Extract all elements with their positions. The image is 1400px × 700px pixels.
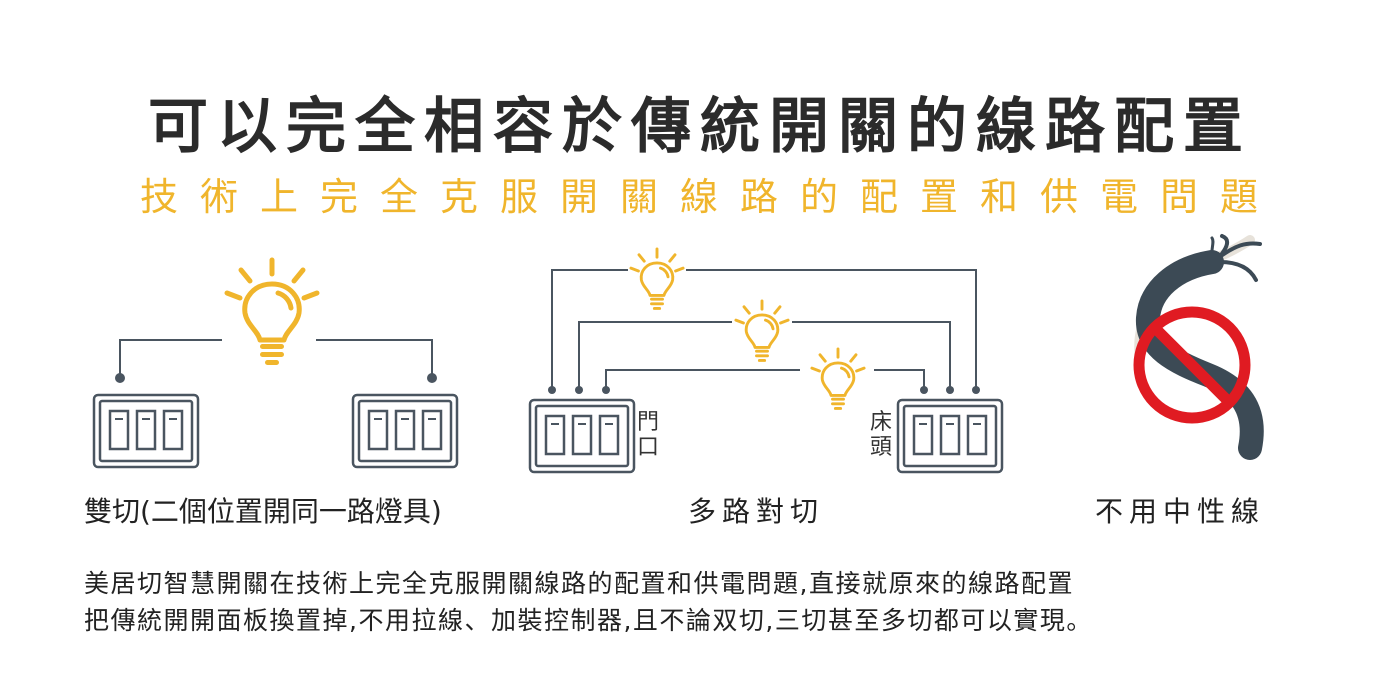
left-panel xyxy=(92,260,459,469)
description: 美居切智慧開關在技術上完全克服開關線路的配置和供電問題,直接就原來的線路配置 把… xyxy=(84,565,1093,639)
switch-panel-icon xyxy=(896,398,1004,474)
caption-two-way: 雙切(二個位置開同一路燈具) xyxy=(84,495,442,528)
wire-terminals xyxy=(548,386,980,394)
lightbulb-icon xyxy=(227,260,317,365)
lightbulb-icon xyxy=(629,247,685,312)
caption-no-neutral: 不用中性線 xyxy=(1095,495,1266,528)
switch-panel-icon xyxy=(92,393,200,469)
page-title: 可以完全相容於傳統開關的線路配置 xyxy=(148,92,1252,162)
right-panel xyxy=(1133,234,1264,460)
lightbulb-icon xyxy=(734,299,790,364)
prohibited-icon xyxy=(1133,306,1251,424)
door-label: 門口 xyxy=(637,410,660,460)
lightbulb-icon xyxy=(810,347,866,412)
middle-wires xyxy=(551,269,977,390)
switch-panel-icon xyxy=(528,398,636,474)
switch-panel-icon xyxy=(351,393,459,469)
bed-label: 床頭 xyxy=(870,410,893,460)
caption-multi-way: 多路對切 xyxy=(688,495,825,528)
left-wires xyxy=(115,339,437,383)
page-subtitle: 技術上完全克服開關線路的配置和供電問題 xyxy=(139,175,1280,219)
middle-panel xyxy=(528,247,1004,474)
description-line: 美居切智慧開關在技術上完全克服開關線路的配置和供電問題,直接就原來的線路配置 xyxy=(84,569,1074,598)
description-line: 把傳統開開面板換置掉,不用拉線、加裝控制器,且不論双切,三切甚至多切都可以實現。 xyxy=(84,606,1093,635)
neutral-wire-icon xyxy=(1134,234,1264,460)
